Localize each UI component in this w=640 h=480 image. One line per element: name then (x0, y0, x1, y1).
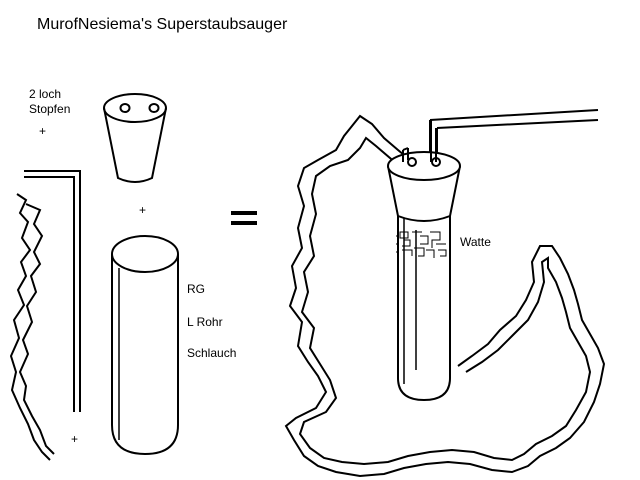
test-tube-drawing (111, 235, 179, 456)
plus-sign-1: + (39, 124, 47, 138)
equals-sign (231, 211, 257, 227)
assembled-tube (397, 190, 451, 402)
assembled-stopper-hole-left (407, 157, 417, 167)
cotton-wool (396, 231, 447, 258)
cotton-label: Watte (460, 235, 491, 249)
assembled-stopper (387, 151, 461, 222)
plus-sign-2: + (139, 203, 147, 217)
diagram-title: MurofNesiema's Superstaubsauger (37, 16, 288, 33)
stopper-drawing (103, 93, 167, 183)
stopper-hole-right (148, 103, 160, 113)
tube-label-l-rohr: L Rohr (187, 315, 223, 329)
stopper-hole-left (119, 103, 131, 113)
stopper-label-line1: 2 loch (29, 87, 62, 101)
hose-left (9, 170, 81, 461)
hose-right (284, 109, 606, 478)
tube-label-schlauch: Schlauch (187, 346, 237, 360)
tube-label-rg: RG (187, 282, 205, 296)
assembled-pipes (402, 120, 437, 162)
stopper-label-line2: Stopfen (29, 102, 71, 116)
plus-sign-3: + (71, 432, 79, 446)
